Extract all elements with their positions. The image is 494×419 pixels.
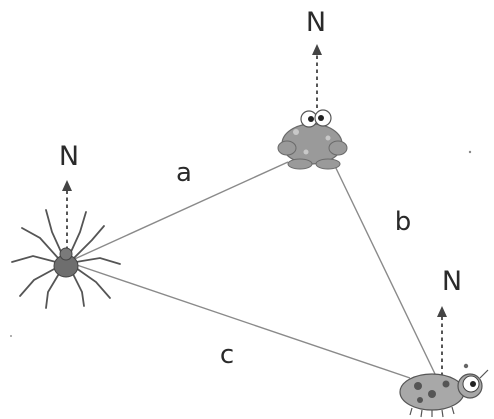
side-c-line (67, 261, 411, 379)
spider-icon (11, 209, 121, 309)
frog-icon (277, 109, 348, 170)
north-label-spider: N (59, 141, 79, 172)
north-label-ladybug: N (442, 266, 462, 297)
side-b-line (332, 161, 437, 377)
north-label-frog: N (306, 7, 326, 38)
side-a-line (67, 161, 289, 263)
north-arrow-frog (312, 44, 322, 108)
side-c-label: c (220, 340, 234, 370)
speck-dot (468, 150, 472, 154)
north-arrow-spider (62, 180, 72, 250)
north-arrow-ladybug (437, 306, 447, 376)
side-a-label: a (176, 158, 192, 188)
side-b-label: b (395, 207, 412, 237)
speck-dot (10, 335, 12, 337)
ladybug-icon (399, 363, 489, 418)
